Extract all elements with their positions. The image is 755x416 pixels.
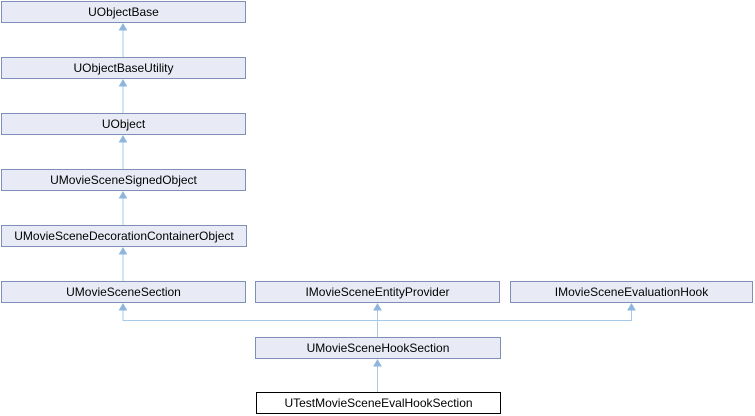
edge-utestmoviesceneevalhooksection-to-umoviescenehooksection: [373, 359, 382, 392]
edge-umoviescenedecorationcontainerobject-to-umoviescenesignedobject: [118, 191, 128, 225]
class-node-umoviescenehooksection[interactable]: UMovieSceneHookSection: [255, 337, 501, 359]
edge-umoviescenesignedobject-to-uobject: [118, 135, 128, 169]
edge-uobject-to-uobjectbaseutility: [118, 79, 128, 113]
class-node-uobject[interactable]: UObject: [1, 113, 246, 135]
class-node-uobjectbaseutility[interactable]: UObjectBaseUtility: [1, 57, 246, 79]
class-node-imoviesceneentityprovider[interactable]: IMovieSceneEntityProvider: [255, 281, 500, 303]
class-node-utestmoviesceneevalhooksection-current: UTestMovieSceneEvalHookSection: [256, 392, 501, 414]
edge-umoviescenehooksection-to-umoviescenesection: [118, 303, 378, 337]
class-node-uobjectbase[interactable]: UObjectBase: [1, 1, 246, 23]
class-node-umoviescenedecorationcontainerobject[interactable]: UMovieSceneDecorationContainerObject: [1, 225, 247, 247]
class-node-umoviescenesignedobject[interactable]: UMovieSceneSignedObject: [1, 169, 246, 191]
class-node-imoviesceneevaluationhook[interactable]: IMovieSceneEvaluationHook: [510, 281, 753, 303]
class-node-umoviescenesection[interactable]: UMovieSceneSection: [1, 281, 246, 303]
edge-umoviescenesection-to-umoviescenedecorationcontainerobject: [118, 247, 128, 281]
edge-umoviescenehooksection-to-imoviesceneevaluationhook: [377, 303, 636, 337]
edge-uobjectbaseutility-to-uobjectbase: [118, 23, 128, 57]
